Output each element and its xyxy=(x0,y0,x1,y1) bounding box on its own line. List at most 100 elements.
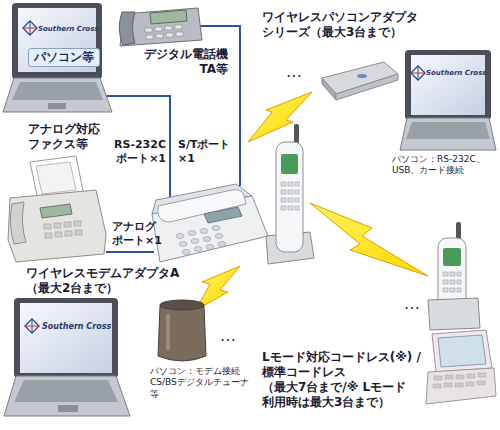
device-label: アナログ対応 ファクス等 xyxy=(28,122,110,152)
modem-adapter-icon xyxy=(158,301,206,361)
laptop-icon xyxy=(12,82,103,100)
lmode-device-icon xyxy=(466,382,474,386)
cordless-handset-icon xyxy=(443,248,461,266)
port-label: S/Tポート ×1 xyxy=(178,138,236,166)
laptop-icon xyxy=(4,298,130,416)
cordless-handset-icon xyxy=(288,182,293,186)
cordless-handset-icon xyxy=(266,124,314,264)
lmode-device-icon xyxy=(478,373,486,377)
cordless-handset-icon xyxy=(288,206,293,210)
base-phone-icon xyxy=(215,234,223,239)
base-phone-icon xyxy=(194,247,202,252)
fax-icon xyxy=(75,230,82,235)
screen-logo: Southern Cross xyxy=(426,69,487,78)
laptop-icon xyxy=(411,55,485,115)
digital-phone-icon xyxy=(166,33,173,37)
lmode-device-icon xyxy=(445,375,453,379)
lmode-device-icon xyxy=(433,384,441,388)
laptop-icon xyxy=(20,303,112,373)
lmode-device-icon xyxy=(426,368,496,404)
lmode-device-icon xyxy=(455,383,463,387)
base-phone-icon xyxy=(206,245,214,250)
lmode-device-icon xyxy=(434,376,442,380)
laptop-icon xyxy=(23,21,37,35)
fax-icon xyxy=(74,221,81,226)
laptop-icon xyxy=(14,298,118,378)
ellipsis-mark: … xyxy=(404,294,420,314)
fax-icon xyxy=(44,221,82,238)
digital-phone-icon xyxy=(155,27,162,31)
port-label: RS-232C ポート×1 xyxy=(108,138,166,166)
wire xyxy=(106,251,154,253)
laptop-icon xyxy=(12,3,102,79)
wireless-bolt xyxy=(248,92,312,142)
fax-icon xyxy=(8,156,106,262)
cordless-handset-icon xyxy=(295,190,299,194)
lmode-device-icon xyxy=(467,374,475,378)
screen-logo: Southern Cross xyxy=(38,25,99,34)
cordless-handset-icon xyxy=(281,198,286,202)
cordless-handset-icon xyxy=(288,198,293,202)
fax-icon xyxy=(10,202,26,244)
digital-phone-icon xyxy=(156,34,163,38)
lmode-device-icon xyxy=(477,381,485,385)
pc-adapter-icon xyxy=(357,74,367,78)
device-label: Lモード対応コードレス(※) /標準コードレス （最大7台まで/※ Lモード 利… xyxy=(262,350,424,410)
fax-icon xyxy=(45,233,52,238)
digital-phone-icon xyxy=(165,26,172,30)
cordless-handset-icon xyxy=(443,288,448,292)
base-phone-icon xyxy=(203,237,211,242)
cordless-handset-icon xyxy=(443,272,461,292)
digital-phone-icon xyxy=(150,10,187,24)
digital-phone-icon xyxy=(175,25,182,29)
fax-icon xyxy=(65,231,72,236)
cordless-handset-icon xyxy=(450,272,455,276)
modem-adapter-icon xyxy=(166,314,170,350)
laptop-icon xyxy=(3,78,112,112)
cordless-handset-icon xyxy=(281,182,299,210)
device-label: デジタル電話機 TA等 xyxy=(130,47,228,77)
laptop-icon xyxy=(406,122,490,139)
laptop-icon xyxy=(3,3,112,112)
cordless-handset-icon xyxy=(281,182,286,186)
digital-phone-icon xyxy=(146,35,153,39)
base-phone-icon xyxy=(204,207,242,223)
modem-adapter-icon xyxy=(160,300,204,310)
base-phone-icon xyxy=(200,229,208,234)
cordless-handset-icon xyxy=(295,206,299,210)
connection-note: パソコン：RS-232C、 USB、カード接続 xyxy=(392,154,496,177)
device-label: ワイヤレスパソコンアダプタ シリーズ（最大3台まで） xyxy=(262,10,432,40)
cordless-handset-icon xyxy=(276,142,303,252)
cordless-handset-icon xyxy=(295,182,299,186)
laptop-icon xyxy=(58,405,78,412)
fax-icon xyxy=(44,224,51,229)
lmode-device-icon xyxy=(438,335,486,367)
digital-phone-icon xyxy=(145,25,183,39)
cordless-handset-icon xyxy=(457,272,461,276)
base-phone-icon xyxy=(176,226,226,255)
cordless-handset-icon xyxy=(450,280,455,284)
base-phone-icon xyxy=(191,239,199,244)
ellipsis-mark: … xyxy=(220,326,236,346)
base-phone-icon xyxy=(176,234,184,239)
cordless-handset-icon xyxy=(443,280,448,284)
connection-note: パソコン：モデム接続 CS/BSデジタルチューナ 等 xyxy=(150,366,254,400)
laptop-icon xyxy=(48,103,66,109)
laptop-icon xyxy=(405,50,491,120)
cordless-handset-icon xyxy=(288,190,293,194)
cordless-handset-icon xyxy=(428,298,480,330)
base-phone-icon xyxy=(182,250,190,255)
lmode-device-icon xyxy=(426,330,496,404)
device-label: パソコン等 xyxy=(28,48,100,67)
cordless-handset-icon xyxy=(295,198,299,202)
base-phone-icon xyxy=(152,184,268,262)
pc-adapter-icon xyxy=(322,62,398,100)
fax-icon xyxy=(64,222,71,227)
digital-phone-icon xyxy=(176,32,183,36)
screen-logo: Southern Cross xyxy=(42,322,111,332)
cordless-handset-icon xyxy=(450,288,455,292)
base-phone-icon xyxy=(218,242,226,247)
cordless-handset-icon xyxy=(281,206,286,210)
digital-phone-icon xyxy=(119,12,135,45)
cordless-handset-icon xyxy=(457,280,461,284)
